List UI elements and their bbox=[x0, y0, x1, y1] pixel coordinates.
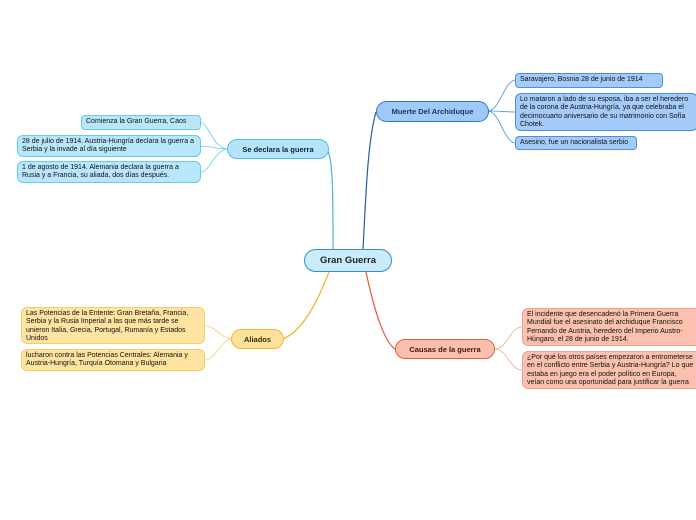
leaf-potencias-centrales[interactable]: lucharon contra las Potencias Centrales:… bbox=[21, 349, 205, 371]
branch-muerte-del-archiduque[interactable]: Muerte Del Archiduque bbox=[376, 101, 489, 122]
branch-causas-de-la-guerra[interactable]: Causas de la guerra bbox=[395, 339, 495, 359]
branch-label: Aliados bbox=[243, 334, 272, 344]
branch-label: Causas de la guerra bbox=[409, 344, 481, 354]
central-topic[interactable]: Gran Guerra bbox=[304, 249, 392, 272]
leaf-1-agosto[interactable]: 1 de agosto de 1914. Alemania declara la… bbox=[17, 161, 201, 183]
edge-causas bbox=[365, 271, 396, 350]
leaf-comienza[interactable]: Comienza la Gran Guerra, Caos bbox=[81, 115, 201, 130]
leaf-potencias-entente[interactable]: Las Potencias de la Entente: Gran Bretañ… bbox=[21, 307, 205, 344]
leaf-asesino[interactable]: Asesino, fue un nacionalista serbio bbox=[515, 136, 637, 150]
branch-label: Se declara la guerra bbox=[242, 144, 314, 154]
edge-declara bbox=[327, 151, 334, 251]
leaf-por-que[interactable]: ¿Por qué los otros países empezaron a en… bbox=[522, 351, 696, 389]
leaf-lo-mataron[interactable]: Lo mataron a lado de su esposa, iba a se… bbox=[515, 93, 696, 131]
branch-aliados[interactable]: Aliados bbox=[231, 329, 284, 349]
central-topic-label: Gran Guerra bbox=[320, 255, 376, 266]
edge-aliados bbox=[282, 271, 330, 340]
leaf-incidente[interactable]: El incidente que desencadenó la Primera … bbox=[522, 308, 696, 346]
leaf-saravajero[interactable]: Saravajero, Bosnia 28 de junio de 1914 bbox=[515, 73, 663, 88]
branch-label: Muerte Del Archiduque bbox=[391, 107, 474, 116]
edge-muerte bbox=[362, 111, 377, 251]
branch-se-declara-la-guerra[interactable]: Se declara la guerra bbox=[227, 139, 329, 159]
leaf-28-julio[interactable]: 28 de julio de 1914. Austria-Hungría dec… bbox=[17, 135, 201, 157]
